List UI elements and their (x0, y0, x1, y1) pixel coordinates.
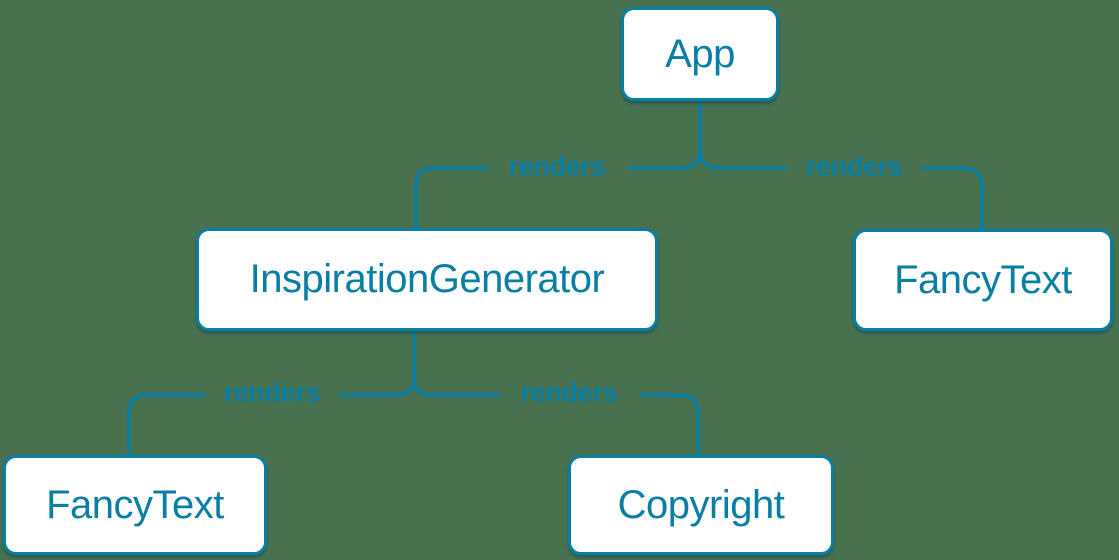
node-fancy-text-right-label: FancyText (894, 257, 1072, 302)
edge-app-fancytext-near (698, 148, 787, 170)
node-fancy-text-left: FancyText (3, 455, 267, 555)
node-fancy-text-right: FancyText (853, 229, 1113, 331)
edge-inspirationgenerator-copyright-near (412, 376, 501, 397)
edge-app-fancytext-far (921, 166, 984, 232)
node-app-label: App (665, 31, 735, 76)
edge-label-renders-app-fancytext: renders (805, 151, 903, 182)
edge-app-inspirationgenerator-near (628, 148, 702, 170)
node-app: App (621, 7, 779, 101)
node-fancy-text-left-label: FancyText (46, 482, 224, 527)
edge-label-renders-inspirationgenerator-fancytext: renders (223, 377, 321, 408)
node-copyright-label: Copyright (617, 482, 785, 527)
edge-label-renders-app-inspirationgenerator: renders (508, 151, 606, 182)
edge-inspirationgenerator-fancytext-far (127, 393, 206, 458)
node-inspiration-generator: InspirationGenerator (196, 228, 658, 331)
node-inspiration-generator-label: InspirationGenerator (249, 257, 605, 301)
edge-inspirationgenerator-fancytext-near (339, 376, 416, 397)
node-copyright: Copyright (568, 455, 834, 555)
edge-label-renders-inspirationgenerator-copyright: renders (520, 377, 618, 408)
edge-inspirationgenerator-copyright-far (639, 393, 700, 458)
edge-app-inspirationgenerator-far (414, 166, 489, 231)
